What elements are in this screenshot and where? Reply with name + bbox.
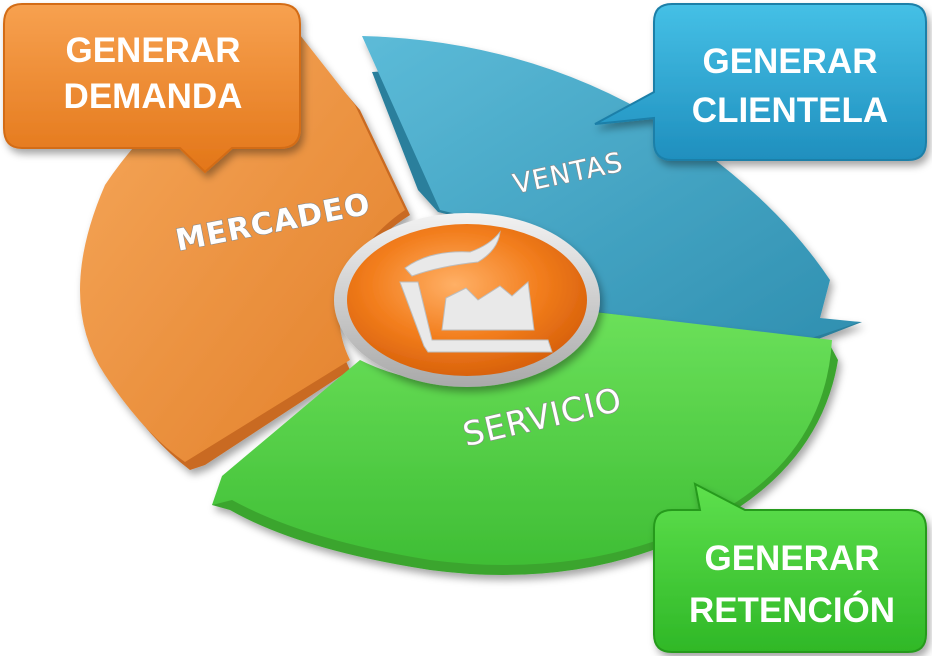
center-hub	[334, 213, 600, 387]
callout-retencion-line2: RETENCIÓN	[689, 590, 895, 630]
ventas-segment	[362, 36, 862, 350]
callout-generar-demanda: GENERAR DEMANDA	[3, 3, 301, 174]
callout-clientela-line2: CLIENTELA	[692, 91, 888, 130]
factory-icon	[399, 230, 553, 353]
callout-clientela-line1: GENERAR	[702, 42, 877, 81]
callout-demanda-line1: GENERAR	[65, 31, 240, 70]
callout-retencion-line1: GENERAR	[704, 539, 879, 578]
callout-generar-retencion: GENERAR RETENCIÓN	[653, 482, 927, 653]
callout-demanda-line2: DEMANDA	[64, 77, 243, 116]
callout-generar-clientela: GENERAR CLIENTELA	[594, 3, 927, 161]
